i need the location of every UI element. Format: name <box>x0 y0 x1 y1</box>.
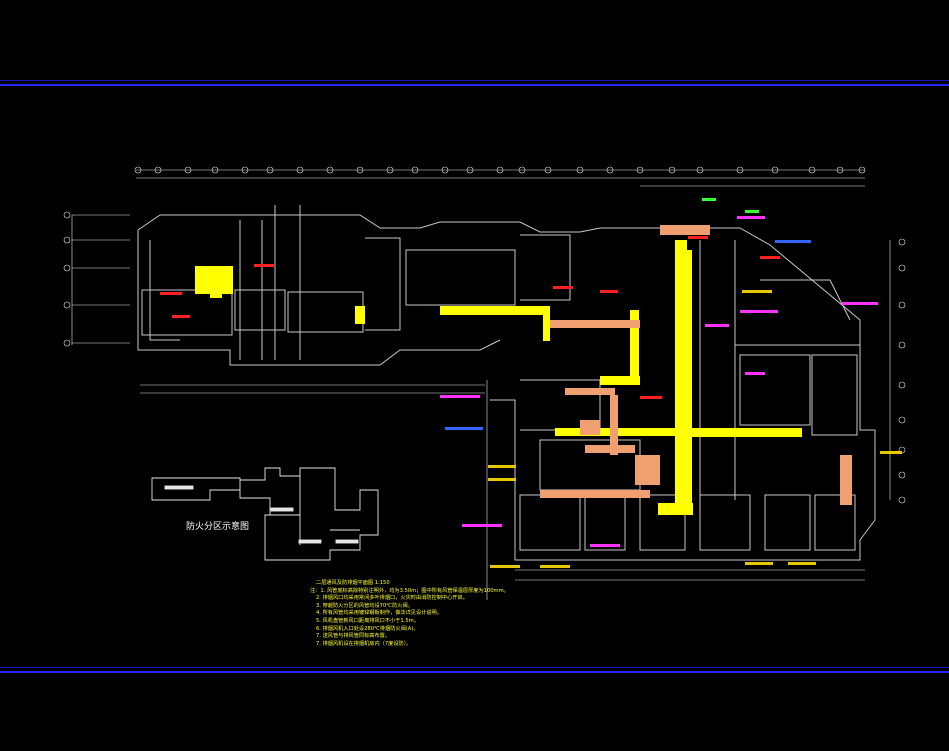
blue-tags <box>445 240 811 430</box>
bottom-dimension-lines <box>140 380 865 600</box>
note-line: 7. 送风管与排风管同标高布置。 <box>316 633 391 640</box>
top-dimension-lines <box>136 169 865 187</box>
notes-title: 二层通风及防排烟平面图 1:150 <box>316 580 390 586</box>
magenta-tags <box>440 216 878 547</box>
note-line: 4. 所有风管均采用镀锌钢板制作，做法详见设计说明。 <box>316 610 442 617</box>
fire-zoning-inset <box>151 467 379 561</box>
green-tags <box>702 198 759 213</box>
left-axis-bubbles <box>63 211 130 347</box>
note-line: 3. 穿越防火分区的风管均设70℃防火阀。 <box>316 602 413 609</box>
yellow-leader-tags <box>488 290 902 568</box>
east-block-walls <box>490 227 876 561</box>
right-axis-bubbles <box>889 238 906 504</box>
design-notes: 二层通风及防排烟平面图 1:150 注：1. 风管底标高除特别注明外，均为3.5… <box>310 580 509 648</box>
top-frame-line <box>0 80 949 88</box>
red-tags <box>160 236 780 399</box>
zoning-diagram-title: 防火分区示意图 <box>186 522 250 532</box>
salmon-exhaust-ducts <box>540 225 852 505</box>
note-line: 6. 排烟风机入口处设280℃排烟防火阀(A)。 <box>316 625 419 632</box>
top-axis-bubbles <box>134 166 866 174</box>
bottom-frame-line <box>0 667 949 675</box>
note-line: 2. 排烟风口均采用常闭多叶排烟口，火灾时由消防控制中心开启。 <box>316 595 468 602</box>
west-block-walls <box>137 205 650 366</box>
note-line: 注：1. 风管底标高除特别注明外，均为3.50m；图中所有风管保温层厚度为100… <box>310 587 509 594</box>
note-line: 5. 风机盘管新风口距离排风口不小于1.5m。 <box>316 617 419 624</box>
yellow-supply-ducts <box>195 240 802 515</box>
note-line: 7. 排烟风机设在排烟机房内（7度设防）。 <box>316 640 412 647</box>
